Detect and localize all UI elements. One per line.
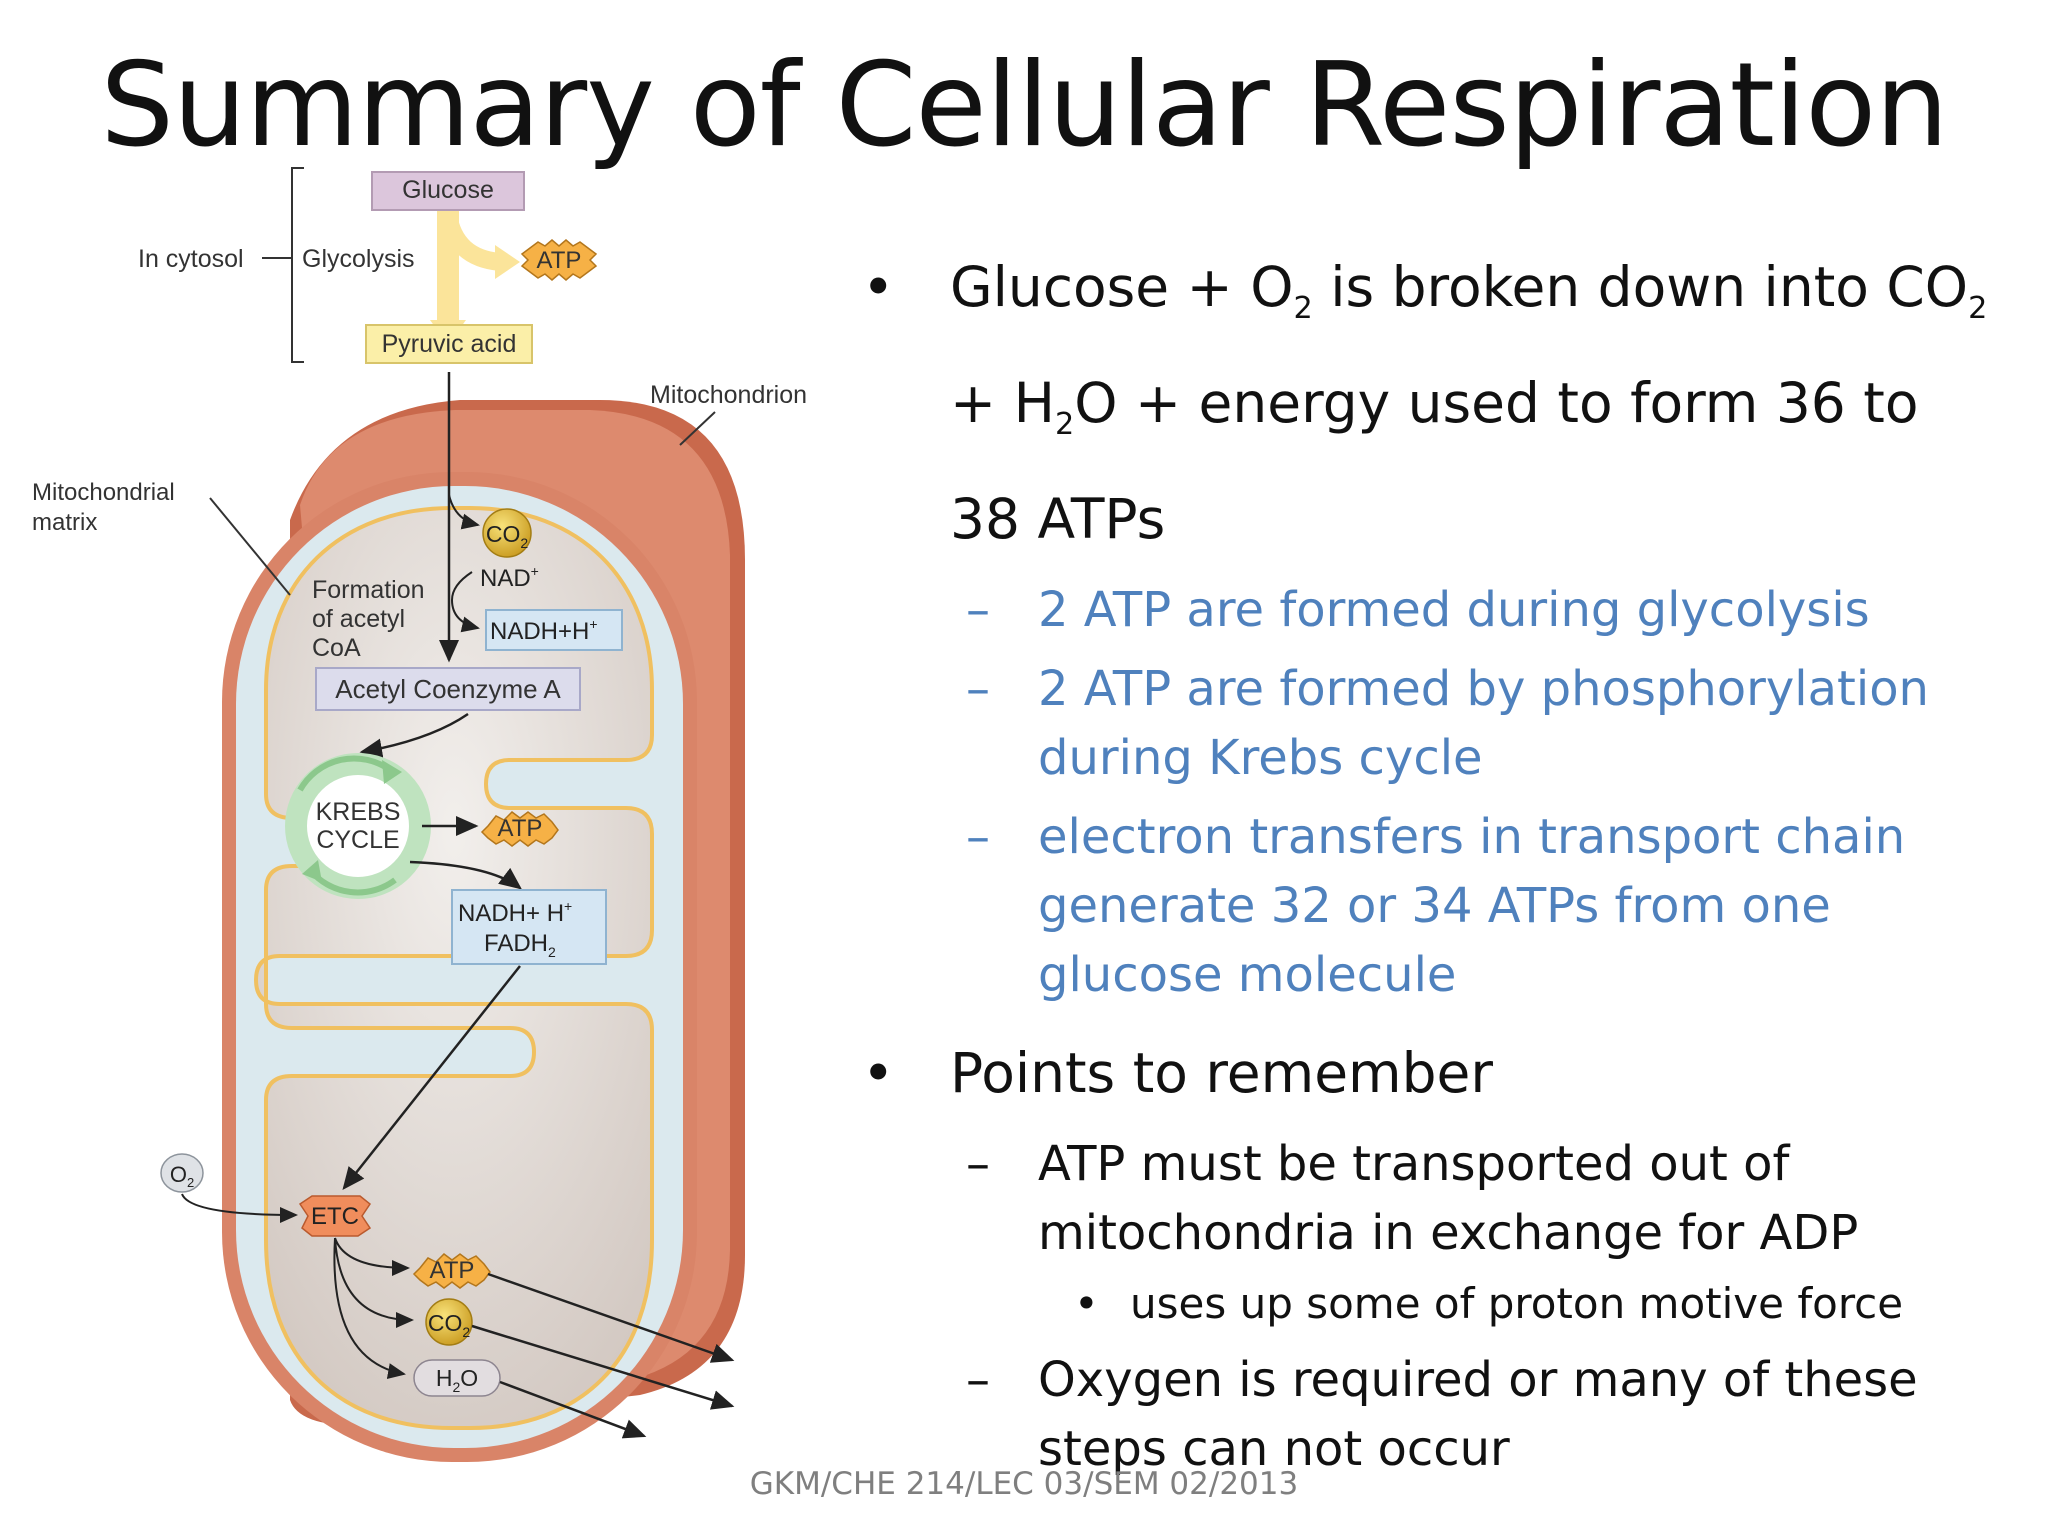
bullet-1: • Glucose + O2 is broken down into CO2 +… — [862, 255, 1988, 551]
svg-text:KREBS: KREBS — [316, 798, 401, 826]
bullet-2: •Points to remember — [862, 1041, 1493, 1105]
nadh-box-1 — [485, 609, 623, 651]
slide-footer: GKM/CHE 214/LEC 03/SEM 02/2013 — [749, 1466, 1299, 1502]
atp-star-icon-3: ATP — [412, 1253, 491, 1289]
h2o-molecule: H2O — [413, 1359, 501, 1397]
pyruvic-acid-label: Pyruvic acid — [382, 330, 517, 358]
svg-text:CYCLE: CYCLE — [316, 826, 399, 854]
bullet-2-sub-1-child: •uses up some of proton motive force — [1074, 1279, 1904, 1328]
acetyl-coa-label: Acetyl Coenzyme A — [335, 674, 561, 704]
acetyl-coa-box — [315, 667, 581, 711]
o2-molecule: O2 — [160, 1153, 204, 1193]
svg-text:CO2: CO2 — [486, 521, 529, 551]
svg-text:FADH2: FADH2 — [484, 930, 556, 960]
formation-label-3: CoA — [312, 634, 361, 662]
in-cytosol-label: In cytosol — [138, 245, 244, 273]
formation-label-1: Formation — [312, 576, 425, 604]
co2-molecule-1: CO2 — [482, 508, 532, 558]
bullet-list: • Glucose + O2 is broken down into CO2 +… — [862, 240, 2002, 1484]
formation-label-2: of acetyl — [312, 605, 405, 633]
co2-molecule-2: CO2 — [425, 1298, 473, 1346]
svg-text:CO2: CO2 — [428, 1310, 471, 1340]
atp-star-icon: ATP — [520, 239, 598, 281]
svg-text:ETC: ETC — [311, 1203, 359, 1230]
glycolysis-label: Glycolysis — [302, 245, 415, 273]
matrix-label-line1: Mitochondrial — [32, 479, 175, 506]
cellular-respiration-diagram: In cytosol Glycolysis Glucose ATP Pyruvi… — [32, 167, 807, 1462]
svg-text:ATP: ATP — [498, 815, 543, 842]
nad-label: NAD+ — [480, 563, 539, 592]
svg-text:NADH+ H+: NADH+ H+ — [458, 898, 572, 927]
pyruvic-acid-box — [365, 324, 533, 364]
krebs-cycle-icon: KREBS CYCLE — [285, 753, 431, 899]
bullet-1-sub-1: –2 ATP are formed during glycolysis — [966, 582, 1870, 638]
svg-text:O2: O2 — [170, 1162, 194, 1190]
svg-text:H2O: H2O — [436, 1365, 478, 1395]
bullet-2-sub-1: –ATP must be transported out of mitochon… — [966, 1136, 1859, 1261]
etc-icon: ETC — [298, 1195, 372, 1237]
bullet-1-sub-3: –electron transfers in transport chain g… — [966, 809, 1906, 1003]
svg-text:ATP: ATP — [430, 1257, 475, 1284]
atp-star-icon-2: ATP — [480, 811, 559, 847]
nadh-fadh-box — [451, 889, 607, 965]
glucose-label: Glucose — [402, 176, 494, 204]
mitochondrion-label: Mitochondrion — [650, 381, 807, 409]
bullet-2-sub-2: –Oxygen is required or many of these ste… — [966, 1352, 1918, 1477]
glucose-box — [371, 171, 525, 211]
svg-text:NADH+H+: NADH+H+ — [490, 616, 598, 645]
matrix-label-line2: matrix — [32, 509, 97, 536]
slide-title: Summary of Cellular Respiration — [100, 38, 1948, 173]
bullet-1-sub-2: –2 ATP are formed by phosphorylation dur… — [966, 661, 1929, 786]
svg-text:ATP: ATP — [537, 247, 582, 274]
